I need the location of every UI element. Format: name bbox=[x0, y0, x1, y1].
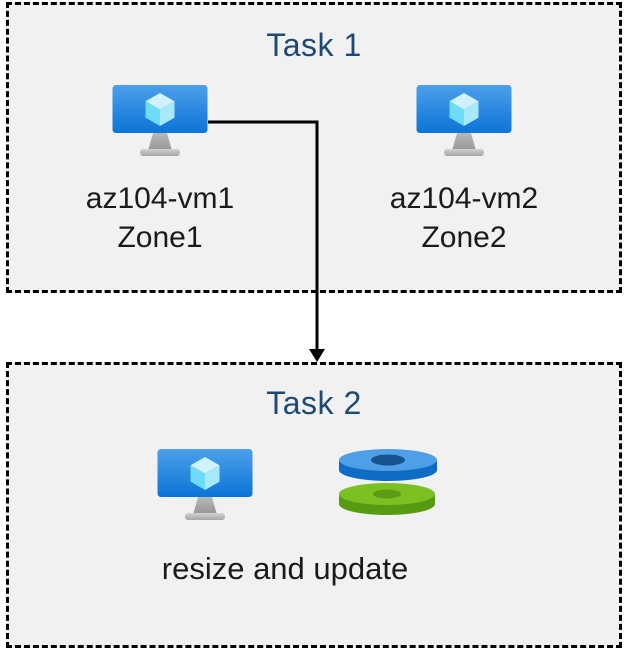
managed-disks-icon bbox=[339, 449, 437, 515]
task1-title: Task 1 bbox=[266, 27, 362, 63]
vm2-name-label: az104-vm2 bbox=[389, 182, 539, 215]
vm1-name-label: az104-vm1 bbox=[85, 182, 235, 215]
virtual-machine-icon bbox=[112, 85, 208, 156]
vm2-zone-label: Zone2 bbox=[421, 221, 507, 254]
vm2-block: az104-vm2 Zone2 bbox=[364, 85, 564, 256]
task2-box: Task 2 bbox=[6, 362, 622, 648]
vm1-block: az104-vm1 Zone1 bbox=[60, 85, 260, 256]
virtual-machine-icon bbox=[157, 449, 253, 520]
task2-caption: resize and update bbox=[161, 551, 409, 586]
virtual-machine-icon bbox=[416, 85, 512, 156]
task2-title: Task 2 bbox=[266, 385, 362, 421]
vm1-zone-label: Zone1 bbox=[117, 221, 203, 254]
